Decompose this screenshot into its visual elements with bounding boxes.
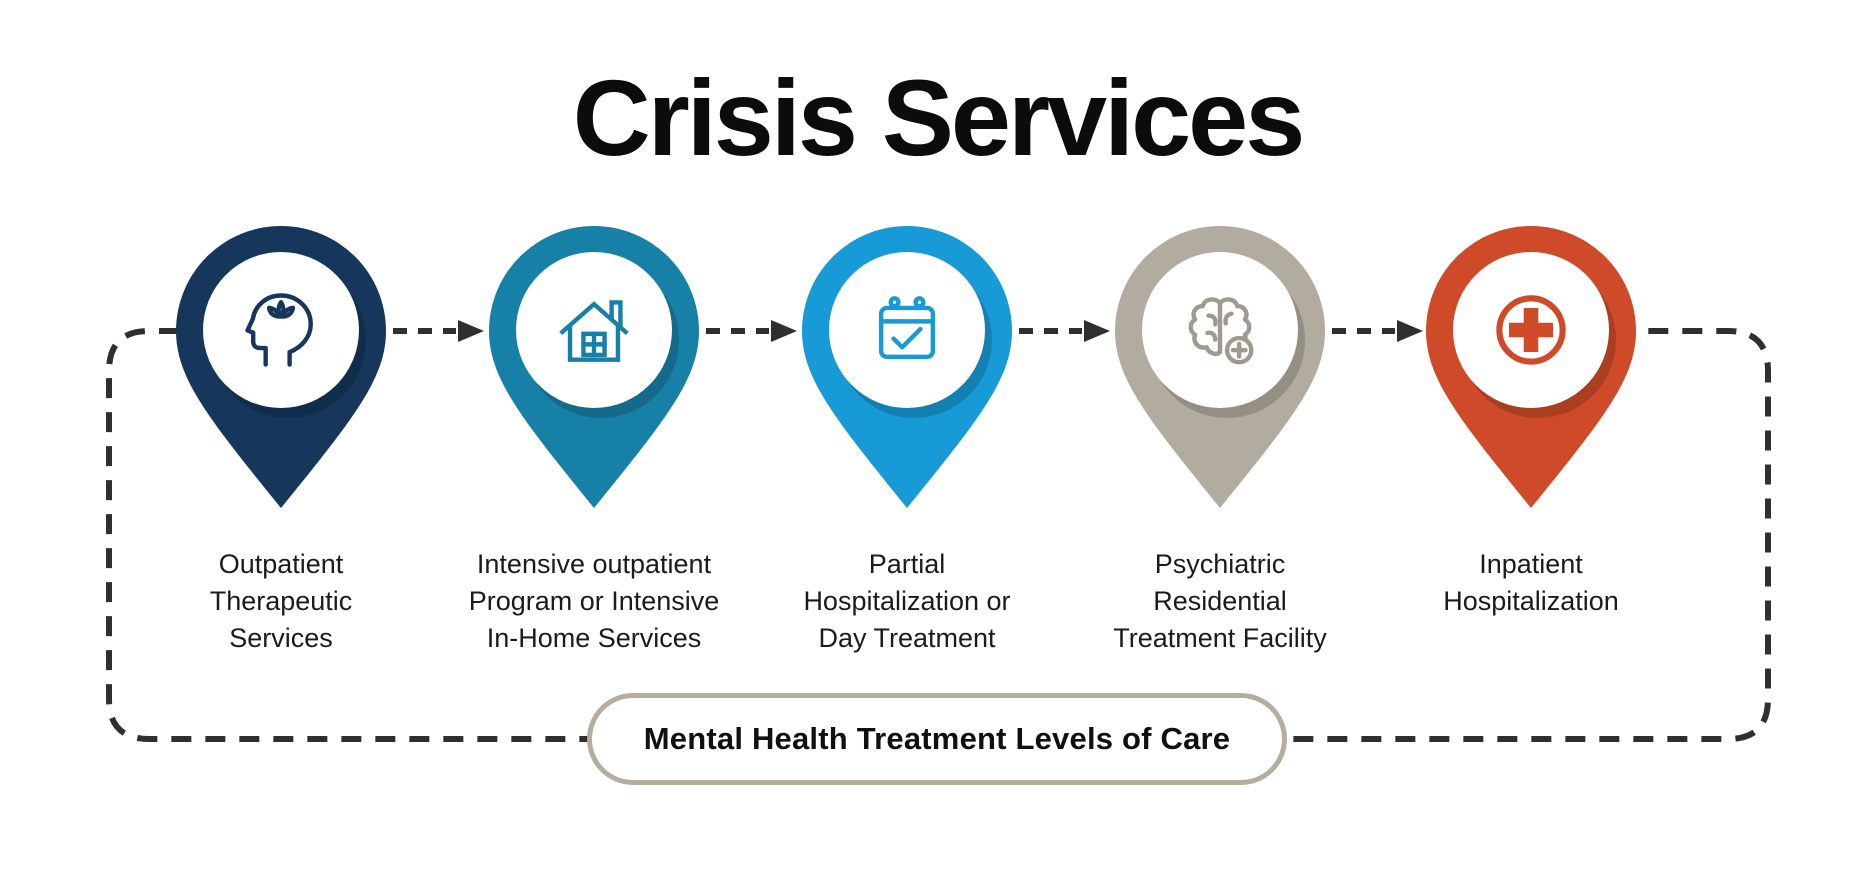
head-lotus-icon: [235, 284, 327, 376]
pin-label-intensive-outpatient: Intensive outpatient Program or Intensiv…: [434, 546, 754, 657]
map-pin-shape: [176, 226, 386, 508]
pin-label-line: Program or Intensive: [468, 586, 720, 616]
medical-cross-icon: [1485, 284, 1577, 376]
brain-plus-icon: [1174, 284, 1266, 376]
pin-label-line: Psychiatric: [1154, 549, 1286, 579]
pin-label-line: Therapeutic: [209, 586, 353, 616]
pin-label-line: Hospitalization: [1443, 586, 1619, 616]
pin-psychiatric-residential-treatment-facility: [1115, 226, 1325, 508]
pin-partial-hospitalization-day-treatment: [802, 226, 1012, 508]
pin-label-line: In-Home Services: [486, 623, 702, 653]
pin-label-line: Services: [229, 623, 333, 653]
arrow-right-icon: [706, 320, 797, 342]
pin-label-psychiatric-residential: Psychiatric Residential Treatment Facili…: [1060, 546, 1380, 657]
pin-label-inpatient: Inpatient Hospitalization: [1371, 546, 1691, 620]
arrow-right-icon: [1332, 320, 1423, 342]
map-pin-shape: [802, 226, 1012, 508]
pin-label-partial-hospitalization: Partial Hospitalization or Day Treatment: [747, 546, 1067, 657]
pin-outpatient-therapeutic-services: [176, 226, 386, 508]
map-pin-shape: [1115, 226, 1325, 508]
pin-label-line: Treatment Facility: [1113, 623, 1327, 653]
pin-label-line: Inpatient: [1479, 549, 1583, 579]
footer-pill: Mental Health Treatment Levels of Care: [587, 693, 1287, 785]
pin-label-line: Intensive outpatient: [476, 549, 712, 579]
footer-pill-label: Mental Health Treatment Levels of Care: [643, 721, 1231, 756]
pin-label-outpatient: Outpatient Therapeutic Services: [121, 546, 441, 657]
house-icon: [548, 284, 640, 376]
pin-intensive-outpatient-in-home: [489, 226, 699, 508]
page-title: Crisis Services: [572, 57, 1306, 178]
arrow-right-icon: [1019, 320, 1110, 342]
pin-label-line: Outpatient: [218, 549, 344, 579]
pin-label-line: Hospitalization or: [803, 586, 1011, 616]
pin-label-line: Residential: [1153, 586, 1287, 616]
pin-label-line: Day Treatment: [818, 623, 996, 653]
pin-inpatient-hospitalization: [1426, 226, 1636, 508]
arrow-right-icon: [393, 320, 484, 342]
pin-label-line: Partial: [868, 549, 946, 579]
map-pin-shape: [489, 226, 699, 508]
calendar-check-icon: [861, 284, 953, 376]
